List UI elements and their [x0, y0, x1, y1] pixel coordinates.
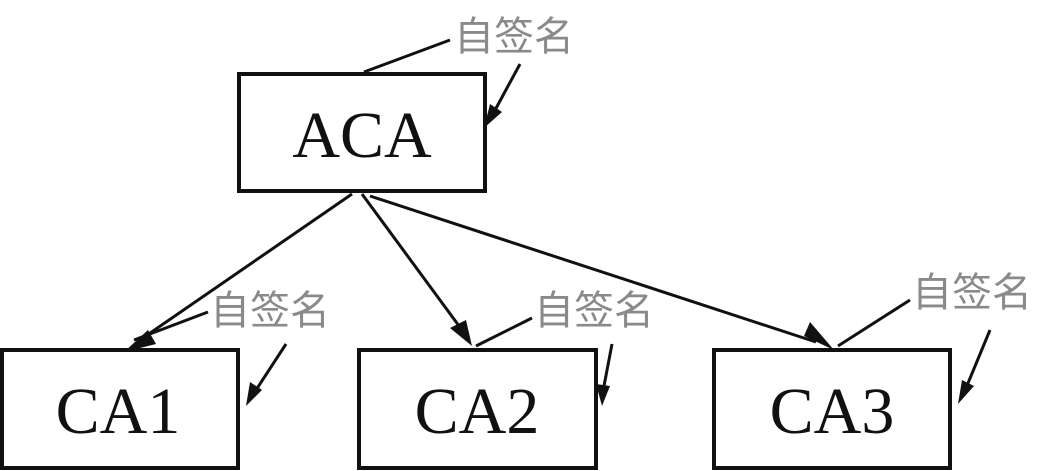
node-ca3-label: CA3: [770, 375, 895, 448]
node-aca: ACA: [237, 72, 487, 193]
node-ca1: CA1: [0, 348, 240, 470]
node-ca1-label: CA1: [56, 375, 181, 448]
self-sign-ca3-text: 自签名: [912, 270, 1032, 316]
node-ca2: CA2: [357, 348, 598, 470]
self-sign-aca: 自签名: [363, 14, 574, 128]
node-ca2-label: CA2: [415, 375, 540, 448]
self-sign-aca-text: 自签名: [454, 14, 574, 60]
self-sign-ca2-text: 自签名: [534, 288, 654, 334]
node-ca3: CA3: [712, 348, 952, 470]
self-sign-ca1: 自签名: [133, 288, 330, 406]
self-sign-ca3: 自签名: [837, 270, 1032, 404]
edge-aca-ca3: [369, 194, 834, 350]
self-sign-ca1-text: 自签名: [210, 288, 330, 334]
node-aca-label: ACA: [292, 99, 432, 172]
self-sign-ca2: 自签名: [475, 288, 654, 406]
edge-aca-ca2: [360, 193, 472, 346]
